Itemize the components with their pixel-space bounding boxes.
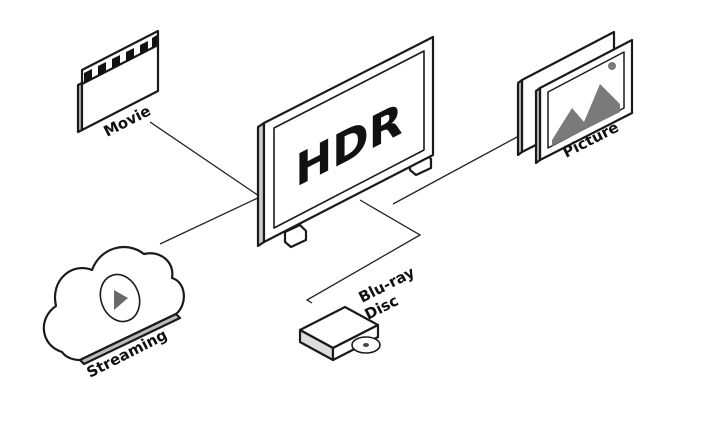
mountain-shape [552, 84, 620, 146]
play-triangle-icon [114, 290, 128, 310]
cloud-play-icon [42, 245, 185, 366]
sun-dot [608, 62, 616, 70]
frame-back-side [516, 78, 524, 157]
frame-front-side [534, 86, 542, 165]
tv-icon: HDR [256, 35, 435, 249]
disc-hole [363, 343, 369, 347]
picture-frame-icon [516, 30, 634, 165]
connector-bluray [305, 199, 422, 304]
tv-screen [273, 50, 425, 229]
cloud-depth [78, 312, 182, 366]
tv-foot-left [283, 223, 308, 249]
clapper-stripes [84, 35, 157, 83]
connector-movie [149, 121, 263, 199]
connector-picture [392, 129, 531, 205]
connector-lines [149, 121, 531, 304]
connector-streaming [159, 195, 263, 245]
clapperboard-icon [76, 29, 160, 134]
disc-player-icon [298, 305, 381, 362]
